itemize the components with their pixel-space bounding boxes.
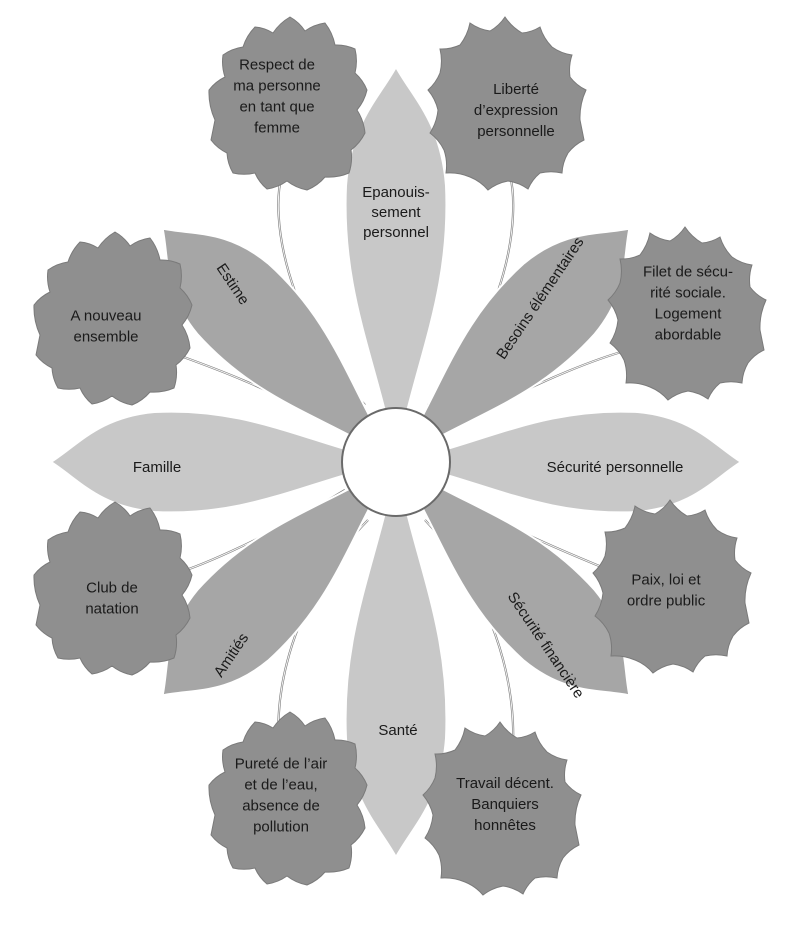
leaf-respect <box>208 16 368 191</box>
leaf-label-purete-line: absence de <box>242 798 320 815</box>
leaf-label-respect: Respect de ma personne en tant que femme <box>233 57 321 137</box>
leaf-label-purete-line: pollution <box>253 819 309 836</box>
leaf-label-filet-line: Filet de sécu- <box>643 264 733 281</box>
leaf-label-travail-line: honnêtes <box>474 817 536 834</box>
leaf-label-liberte: Liberté d’expression personnelle <box>474 81 558 140</box>
leaf-travail <box>422 721 582 896</box>
petal-amities <box>161 461 397 697</box>
leaf-label-club-line: natation <box>85 601 138 618</box>
leaf-label-ensemble-line: A nouveau <box>71 308 142 325</box>
leaf-label-ensemble-line: ensemble <box>73 329 138 346</box>
leaf-label-filet-line: abordable <box>655 327 722 344</box>
leaves-layer: Respect de ma personne en tant que femme Lib… <box>33 16 767 896</box>
leaf-label-travail-line: Banquiers <box>471 796 539 813</box>
petal-label-securite-personnelle: Sécurité personnelle <box>547 459 684 476</box>
leaf-label-respect-line: femme <box>254 120 300 137</box>
leaf-label-travail: Travail décent. Banquiers honnêtes <box>456 775 554 834</box>
leaf-label-liberte-line: d’expression <box>474 102 558 119</box>
leaf-label-club-line: Club de <box>86 580 138 597</box>
petal-estime <box>161 227 397 463</box>
petal-securite-financiere <box>395 461 631 697</box>
petal-label-sante: Santé <box>378 722 417 739</box>
leaf-paix <box>592 499 752 674</box>
leaf-label-filet-line: rité sociale. <box>650 285 726 302</box>
petal-securite-personnelle <box>395 410 743 514</box>
petal-besoins <box>395 227 631 463</box>
leaf-purete <box>208 711 368 886</box>
leaf-liberte <box>427 16 587 191</box>
petal-famille <box>49 410 397 514</box>
leaf-label-ensemble: A nouveau ensemble <box>71 308 142 346</box>
leaf-label-travail-line: Travail décent. <box>456 775 554 792</box>
leaf-label-paix: Paix, loi et ordre public <box>627 572 706 610</box>
leaf-filet <box>607 226 767 401</box>
petal-epanouissement <box>344 64 448 463</box>
leaf-label-paix-line: Paix, loi et <box>631 572 701 589</box>
petal-label-epanouissement-line: sement <box>371 204 421 221</box>
leaf-label-respect-line: en tant que <box>239 99 314 116</box>
leaf-label-club: Club de natation <box>85 580 138 618</box>
petal-label-epanouissement: Epanouis-sement personnel <box>362 184 430 241</box>
petal-label-epanouissement-line: personnel <box>363 224 429 241</box>
leaf-label-purete-line: et de l’eau, <box>244 777 317 794</box>
petal-label-sante-line: Santé <box>378 722 417 739</box>
leaf-label-purete-line: Pureté de l’air <box>235 756 328 773</box>
flower-center <box>341 407 451 517</box>
leaf-label-respect-line: ma personne <box>233 78 321 95</box>
leaf-label-liberte-line: personnelle <box>477 123 555 140</box>
petal-label-famille: Famille <box>133 459 181 476</box>
petal-label-epanouissement-line: Epanouis- <box>362 184 430 201</box>
petal-sante <box>344 461 448 860</box>
leaf-label-filet: Filet de sécu-rité sociale. Logement abord… <box>643 264 733 344</box>
leaf-label-liberte-line: Liberté <box>493 81 539 98</box>
petal-label-famille-line: Famille <box>133 459 181 476</box>
leaf-ensemble <box>33 231 193 406</box>
leaf-club <box>33 501 193 676</box>
leaf-label-respect-line: Respect de <box>239 57 315 74</box>
leaf-label-purete: Pureté de l’air et de l’eau, absence de pol… <box>235 756 328 836</box>
leaf-label-paix-line: ordre public <box>627 593 706 610</box>
leaf-label-filet-line: Logement <box>655 306 723 323</box>
petal-label-securite-personnelle-line: Sécurité personnelle <box>547 459 684 476</box>
